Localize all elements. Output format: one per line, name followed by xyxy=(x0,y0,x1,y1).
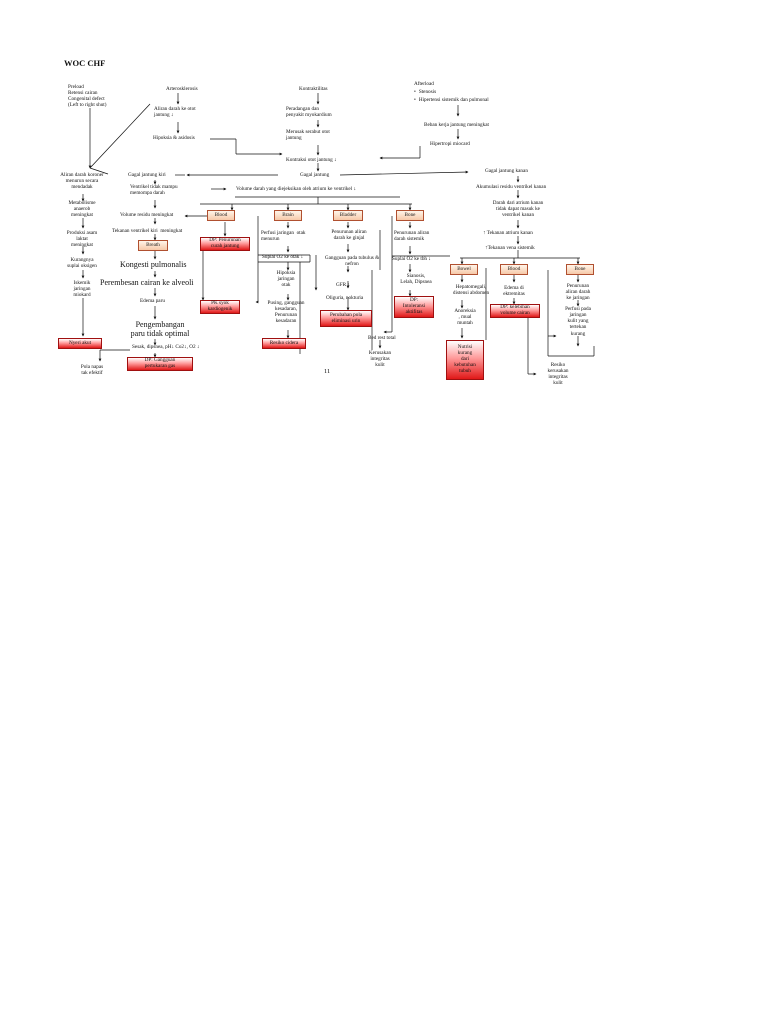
stenosis-text: Stenosis xyxy=(414,89,436,95)
bladder-box: Bladder xyxy=(333,210,363,221)
volume-residu-text: Volume residu meningkat xyxy=(120,212,174,218)
pola-napas-text: Pola napas tak efektif xyxy=(80,364,104,377)
gagal-kanan-text: Gagal jantung kanan xyxy=(485,168,528,174)
kontraktilitas-text: Kontraktilitas xyxy=(299,86,328,92)
arterosklerosis-text: Arterosklerosis xyxy=(166,86,198,92)
oliguria-text: Oliguria, nokturia xyxy=(326,295,364,301)
gagal-kiri-text: Gagal jantung kiri xyxy=(128,172,166,178)
intoleransi-diagnosis: DP: Intoleransi aktifitas xyxy=(394,296,434,318)
peradangan-text: Peradangan dan penyakit myokardium xyxy=(286,106,332,119)
preload-text: Preload Retensi cairan Congenital defect… xyxy=(68,84,107,109)
beban-kerja-text: Beban kerja jantung meningkat xyxy=(424,122,489,128)
preload-to-aliran-line xyxy=(89,167,109,175)
iskemik-text: Iskemik jaringan miokard xyxy=(73,280,91,299)
gangguan-gas-diagnosis: DP: Gangguan pertukaran gas xyxy=(127,357,193,371)
resiko-kerusakan-text: Resiko kerusakan integritas kulit xyxy=(547,362,569,387)
hepatomegali-text: Hepatomegali, distensi abdomen xyxy=(452,284,490,297)
merusak-serabut-text: Merusak serabut otot jantung xyxy=(286,129,330,142)
kelebihan-volume-diagnosis: DP: kelebihan volume cairan xyxy=(490,304,540,318)
edema-ekstremitas-text: Edema di ektremitas xyxy=(503,285,525,298)
penurunan-aliran-jaringan-text: Penurunan aliran darah ke jaringan xyxy=(565,283,591,302)
anoreksia-text: Anoreksia , mual muntah xyxy=(454,308,476,327)
perembesan-text: Perembesan cairan ke alveoli xyxy=(100,278,194,287)
tekanan-ventrikel-kiri-text: Tekanan ventrikel kiri meningkat xyxy=(112,228,183,234)
suplai-tbh-text: Suplai O2 ke tbh ↓ xyxy=(392,256,431,262)
blood-left-box: Blood xyxy=(207,210,235,221)
hipoksia-jaringan-otak-text: Hipoksia jaringan otak xyxy=(276,270,296,289)
kurangnya-suplai-text: Kurangnya suplai oksigen xyxy=(67,257,97,270)
breath-box: Breath xyxy=(138,240,168,251)
perubahan-pola-diagnosis: Perubahan pola eliminasi urin xyxy=(320,310,372,327)
page-title: WOC CHF xyxy=(64,58,106,68)
hipoksia-asidosis-text: Hipoksia & asidosis xyxy=(153,135,195,141)
aliran-darah-otot-text: Aliran darah ke otot jantung ↓ xyxy=(154,106,196,119)
darah-atrium-text: Darah dari atrium kanan tidak dapat masu… xyxy=(492,200,544,219)
pengembangan-text: Pengembangan paru tidak optimal xyxy=(130,320,190,339)
bowel-box: Bowel xyxy=(450,264,478,275)
page-number: 11 xyxy=(324,368,331,375)
penurunan-curah-diagnosis: DP: Penurunan curah jantung xyxy=(200,237,250,251)
resiko-cidera-diagnosis: Resiko cidera xyxy=(262,338,306,349)
gangguan-tubulus-text: Gangguan pada tubulus & nefron xyxy=(324,255,380,268)
volume-darah-ejeksi-text: Volume darah yang diejeksikan oleh atriu… xyxy=(236,186,357,192)
metabolisme-text: Metabolisme anaerob meningkat xyxy=(68,200,96,219)
pusing-text: Pusing, gangguan kesadaran, Penurunan ke… xyxy=(267,300,305,325)
preload-diagonal-line xyxy=(89,103,151,169)
suplai-otak-text: Suplai O2 ke otak ↓ xyxy=(262,254,304,260)
perfusi-kulit-text: Perfusi pada jaringan kulit yang terteka… xyxy=(565,306,591,337)
nyeri-akut-diagnosis: Nyeri akut xyxy=(58,338,102,349)
brain-box: Brain xyxy=(274,210,302,221)
nutrisi-diagnosis: Nutrisi kurang dari kebutuhan tubuh xyxy=(446,340,484,380)
aliran-koroner-text: Aliran darah koroner menurun secara mend… xyxy=(60,172,104,191)
tekanan-atrium-text: ↑ Tekanan atrium kanan xyxy=(483,230,533,236)
bed-rest-text: Bed rest total xyxy=(368,335,396,341)
gagal-jantung-text: Gagal jantung xyxy=(300,172,330,178)
tekanan-vena-text: ↑Tekanan vena sistemik xyxy=(485,245,535,251)
perfusi-otak-text: Perfusi jaringan otak menurun xyxy=(261,230,306,243)
hipertropi-text: Hipertropi miocard xyxy=(430,141,470,147)
penurunan-aliran-sistemik-text: Penurunan aliran darah sistemik xyxy=(394,230,430,243)
kontraksi-otot-text: Kontraksi otot jantung ↓ xyxy=(286,157,337,163)
afterload-text: Afterload xyxy=(414,81,434,87)
bone-left-box: Bone xyxy=(396,210,424,221)
kongesti-text: Kongesti pulmonalis xyxy=(120,260,187,269)
blood-right-box: Blood xyxy=(500,264,528,275)
sesak-text: Sesak, dipsnea, pH↓ Co2↓, O2 ↓ xyxy=(132,344,200,350)
akumulasi-residu-text: Akumulasi residu ventrikel kanan xyxy=(476,184,547,190)
hipertensi-text: Hipertensi sistemik dan pulmonal xyxy=(414,97,489,103)
kerusakan-integritas-left-text: Kerusakan integritas kulit xyxy=(368,350,392,369)
gfr-text: GFR ↓ xyxy=(336,282,350,288)
sianosis-text: Sianosis, Lelah, Dipsnea xyxy=(400,273,432,286)
ventrikel-tidak-mampu-text: Ventrikel tidak mampu memompa darah xyxy=(130,184,178,197)
penurunan-aliran-ginjal-text: Penurunan aliran darah ke ginjal xyxy=(331,229,367,242)
edema-paru-text: Edema paru xyxy=(140,298,165,304)
produksi-asam-text: Produksi asam laktat meningkat xyxy=(66,230,98,249)
syok-kardiogenik-diagnosis: PK syok kardiogenik xyxy=(200,300,240,314)
bone-right-box: Bone xyxy=(566,264,594,275)
